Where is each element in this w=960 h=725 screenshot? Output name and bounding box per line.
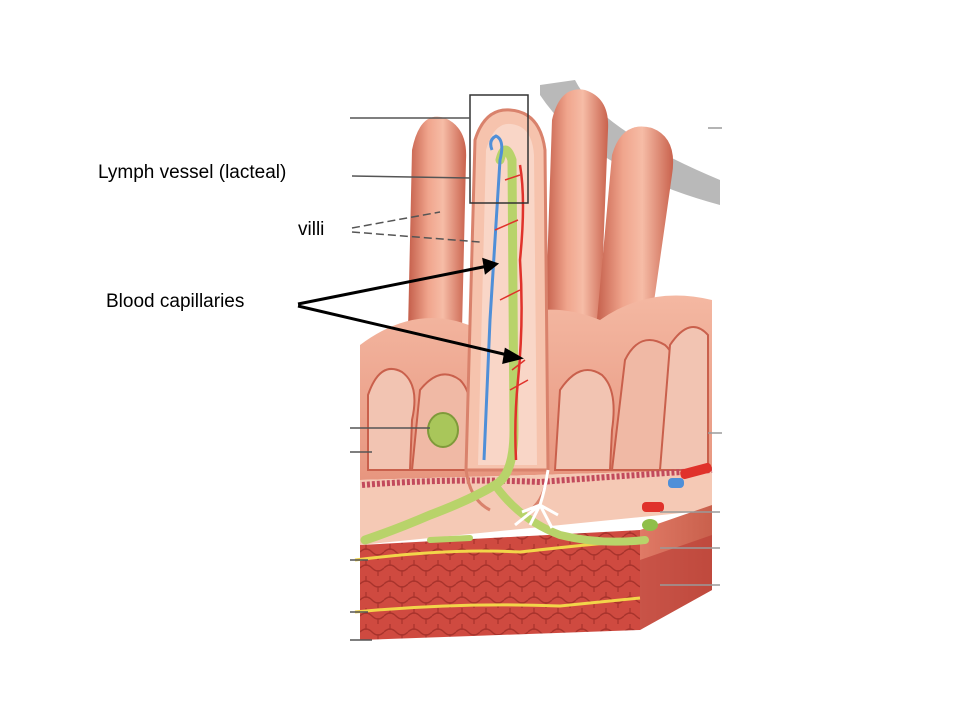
block-side-muscle [640,535,712,630]
lymph-nodule [427,412,459,448]
nerve-lower [354,596,641,614]
villus-back-2 [545,89,609,330]
submucosal-plexus [514,469,559,529]
vessel-red-2 [642,502,664,512]
vessel-red-1 [680,462,712,480]
villus-back-1 [408,116,467,330]
vein [482,134,504,461]
capillary-branches [494,174,529,391]
blood-capillary-arrows [297,257,524,365]
block-front [360,530,640,640]
lacteal-segment [427,535,473,543]
villus-back-3 [596,126,674,330]
lacteal-branch [491,481,649,546]
leader-lines-right [660,127,722,586]
detail-box [469,94,529,204]
vessel-blue [668,478,684,488]
crypts [367,326,709,471]
vessel-green [642,519,658,531]
leader-lines-left [350,117,481,641]
artery [514,164,525,461]
label-blood-capillaries: Blood capillaries [106,291,245,312]
label-lymph-vessel: Lymph vessel (lacteal) [98,162,287,183]
label-villi: villi [298,219,325,240]
